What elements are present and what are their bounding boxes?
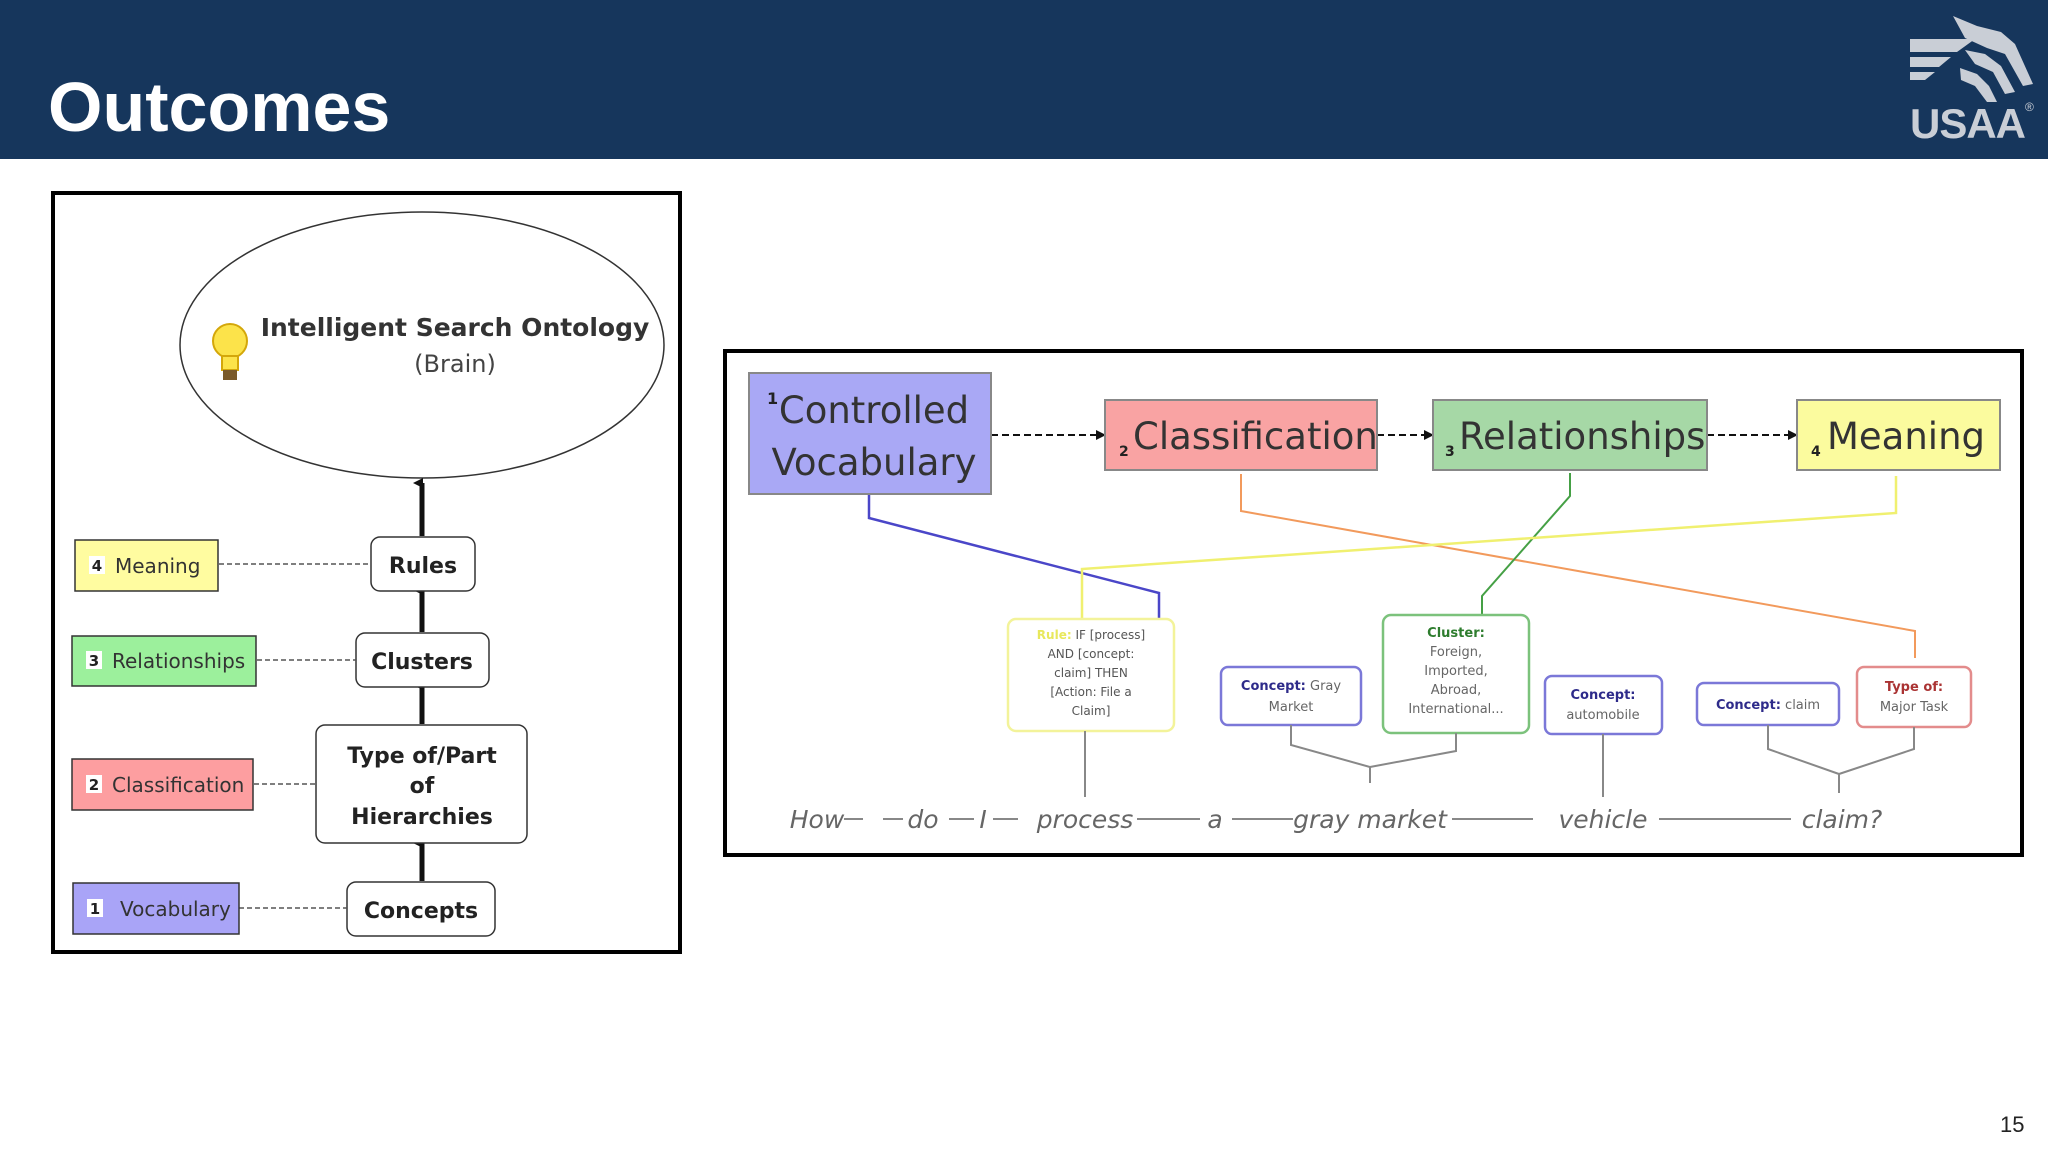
word-claim: claim? <box>1802 805 1883 834</box>
hierarchies-label-line2: of <box>410 774 435 799</box>
ontology-stack-diagram: Intelligent Search Ontology (Brain) Rule… <box>71 211 665 937</box>
tag-meaning-label: Meaning <box>115 554 200 578</box>
stage-vocab-line2: Vocabulary <box>771 441 976 484</box>
card-brackets <box>1084 725 1915 797</box>
left-ontology-panel: Intelligent Search Ontology (Brain) Rule… <box>51 191 682 954</box>
tag-classification-label: Classification <box>112 773 244 797</box>
usaa-eagle-icon <box>1910 16 2033 102</box>
brain-subtitle: (Brain) <box>414 350 496 378</box>
rules-label: Rules <box>389 554 457 579</box>
tag-relationships-label: Relationships <box>112 649 245 673</box>
card-concept-gray-market: Concept: Gray Market <box>1219 665 1363 727</box>
usaa-logo-text: USAA® <box>1910 100 2034 147</box>
svg-text:Concept: claim: Concept: claim <box>1716 698 1820 713</box>
word-process: process <box>1036 805 1134 834</box>
svg-text:Concept:: Concept: <box>1571 688 1636 703</box>
svg-text:1: 1 <box>767 389 778 408</box>
card-rule: Rule: IF [process] AND [concept: claim] … <box>1006 617 1176 733</box>
card-type-of: Type of: Major Task <box>1855 665 1973 729</box>
svg-text:Market: Market <box>1269 700 1314 715</box>
stage-meaning <box>1796 399 2001 471</box>
hierarchies-label-line3: Hierarchies <box>351 805 493 830</box>
slide-title: Outcomes <box>48 68 391 146</box>
tag-relationships: 3 Relationships <box>71 635 257 687</box>
tag-classification: 2 Classification <box>71 758 254 811</box>
stage-controlled-vocabulary <box>748 372 992 495</box>
svg-text:Abroad,: Abroad, <box>1431 683 1482 698</box>
word-vehicle: vehicle <box>1558 805 1647 834</box>
svg-text:Foreign,: Foreign, <box>1430 645 1482 660</box>
word-gray-market: gray market <box>1293 805 1448 834</box>
tag-vocabulary-label: Vocabulary <box>120 897 231 921</box>
svg-text:4: 4 <box>92 557 102 575</box>
brain-title: Intelligent Search Ontology <box>261 313 650 342</box>
classification-link-line <box>1240 474 1916 658</box>
svg-text:International...: International... <box>1408 702 1503 717</box>
rules-box <box>370 536 476 592</box>
stage-vocab-line1: Controlled <box>779 389 969 432</box>
relationships-link-line <box>1481 473 1571 619</box>
card-cluster: Cluster: Foreign, Imported, Abroad, Inte… <box>1381 613 1531 735</box>
hierarchies-box <box>315 724 528 844</box>
svg-text:Major Task: Major Task <box>1880 700 1949 715</box>
word-i: I <box>979 805 986 834</box>
svg-text:Imported,: Imported, <box>1424 664 1488 679</box>
slide-header <box>0 0 2048 159</box>
clusters-label: Clusters <box>371 650 473 675</box>
page-number: 15 <box>2000 1112 2025 1137</box>
svg-text:2: 2 <box>1119 444 1129 460</box>
svg-text:1: 1 <box>90 900 100 918</box>
brain-ellipse <box>179 211 665 479</box>
svg-text:automobile: automobile <box>1566 708 1639 723</box>
stage-meaning-label: Meaning <box>1827 415 1985 458</box>
svg-text:claim] THEN: claim] THEN <box>1054 666 1128 680</box>
svg-text:Claim]: Claim] <box>1072 704 1111 718</box>
vocab-link-line <box>867 494 1161 623</box>
right-flow-panel: 1 Controlled Vocabulary 2 Classification… <box>723 349 2024 857</box>
svg-text:4: 4 <box>1811 444 1821 460</box>
svg-text:2: 2 <box>89 776 99 794</box>
lightbulb-icon <box>212 323 248 380</box>
concepts-box <box>346 881 496 937</box>
tag-meaning: 4 Meaning <box>74 539 219 592</box>
query-sentence: How do I process a gray market vehicle c… <box>790 805 1883 834</box>
svg-text:3: 3 <box>89 652 99 670</box>
card-concept-claim: Concept: claim <box>1695 681 1841 727</box>
word-a: a <box>1207 805 1222 834</box>
word-do: do <box>907 805 938 834</box>
svg-text:AND [concept:: AND [concept: <box>1048 647 1135 661</box>
svg-text:3: 3 <box>1445 444 1455 460</box>
word-how: How <box>790 805 845 834</box>
concepts-label: Concepts <box>364 899 478 924</box>
card-concept-automobile: Concept: automobile <box>1543 674 1664 736</box>
stage-classification <box>1104 399 1378 471</box>
stage-classification-label: Classification <box>1133 415 1378 458</box>
search-flow-diagram: 1 Controlled Vocabulary 2 Classification… <box>748 372 2001 834</box>
stage-relationships <box>1432 399 1708 471</box>
svg-text:Rule: IF [process]: Rule: IF [process] <box>1037 628 1145 642</box>
svg-text:Type of:: Type of: <box>1885 680 1943 695</box>
stage-relationships-label: Relationships <box>1459 415 1705 458</box>
meaning-link-line <box>1080 476 1898 622</box>
hierarchies-label-line1: Type of/Part <box>347 744 497 769</box>
tag-vocabulary: 1 Vocabulary <box>72 882 240 935</box>
svg-text:[Action: File a: [Action: File a <box>1050 685 1131 699</box>
svg-text:Cluster:: Cluster: <box>1427 626 1485 641</box>
svg-text:Concept: Gray: Concept: Gray <box>1241 679 1341 694</box>
